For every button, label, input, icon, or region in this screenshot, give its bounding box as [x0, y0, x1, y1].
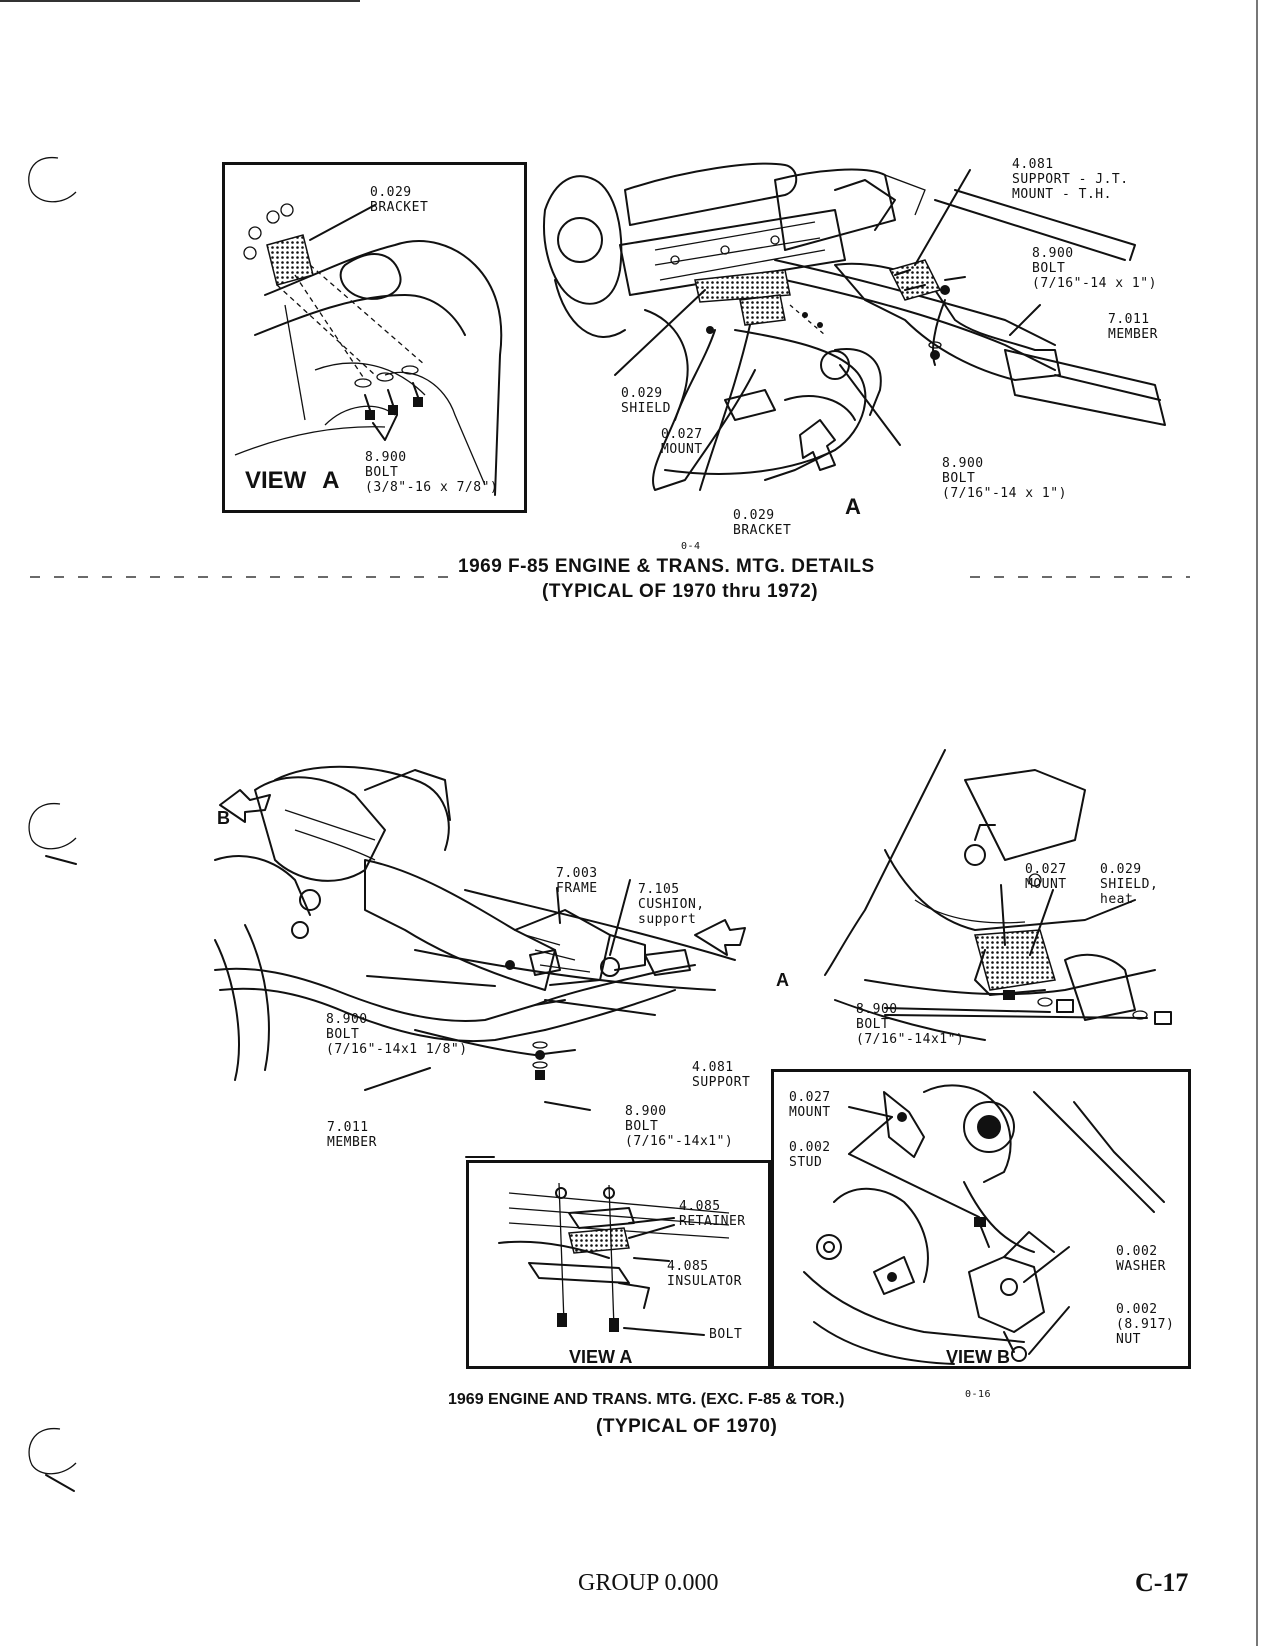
figure1-bolt-bottom-label: 8.900 BOLT (7/16"-14 x 1") [942, 456, 1067, 501]
figure2-mount-right-label: 0.027 MOUNT [1025, 862, 1067, 892]
figure2-view-a-insulator-label: 4.085 INSULATOR [667, 1259, 742, 1289]
figure1-support-label: 4.081 SUPPORT - J.T. MOUNT - T.H. [1012, 157, 1129, 202]
top-edge-line [0, 0, 360, 2]
figure2-view-b-box: 0.027 MOUNT 0.002 STUD 0.002 WASHER 0.00… [771, 1069, 1191, 1369]
figure1-caption-line1: 1969 F-85 ENGINE & TRANS. MTG. DETAILS [458, 556, 875, 577]
figure2-frame-label: 7.003 FRAME [556, 866, 598, 896]
binder-hole-bottom [28, 1428, 77, 1492]
figure2-arrow-a-label: A [776, 970, 789, 990]
figure2-view-a-retainer-label: 4.085 RETAINER [679, 1199, 746, 1229]
figure1-view-a-title: VIEW A [245, 467, 340, 494]
figure1-caption-dashes [30, 576, 1190, 578]
figure2-view-b-washer-label: 0.002 WASHER [1116, 1244, 1166, 1274]
figure2-view-a-drawing [498, 1182, 730, 1336]
figure2-code: 0-16 [965, 1389, 992, 1400]
figure2-view-a-box: 4.085 RETAINER 4.085 INSULATOR BOLT VIEW… [466, 1160, 771, 1369]
binder-hole-middle [28, 803, 77, 865]
figure1-member-label: 7.011 MEMBER [1108, 312, 1158, 342]
figure2-view-b-drawing [803, 1084, 1165, 1365]
figure2-view-b-mount-label: 0.027 MOUNT [789, 1090, 831, 1120]
figure1-arrow-a-label: A [845, 494, 861, 519]
figure1-engine-drawing [543, 162, 1166, 491]
figure1-mount-label: 0.027 MOUNT [661, 427, 703, 457]
figure2-arrow-b-label: B [217, 808, 230, 828]
figure1-view-a-box: 0.029 BRACKET 8.900 BOLT (3/8"-16 x 7/8"… [222, 162, 527, 513]
figure2-shield-right-label: 0.029 SHIELD, heat [1100, 862, 1159, 907]
figure2-view-a-bolt-label: BOLT [709, 1327, 743, 1342]
figure2-inset-dash [465, 1156, 495, 1158]
figure1-caption-line2: (TYPICAL OF 1970 thru 1972) [542, 581, 819, 602]
figure2-view-b-nut-label: 0.002 (8.917) NUT [1116, 1302, 1175, 1347]
figure1-shield-label: 0.029 SHIELD [621, 386, 671, 416]
figure2-mount-drawing [824, 749, 1172, 1041]
figure2-caption-line1: 1969 ENGINE AND TRANS. MTG. (EXC. F-85 &… [448, 1391, 845, 1408]
figure2-support-label: 4.081 SUPPORT [692, 1060, 751, 1090]
figure1-view-a-bracket-label: 0.029 BRACKET [370, 185, 429, 215]
figure2-bolt-right-label: 8.900 BOLT (7/16"-14x1") [856, 1002, 965, 1047]
figure2-member-label: 7.011 MEMBER [327, 1120, 377, 1150]
figure2-caption-line2: (TYPICAL OF 1970) [596, 1416, 778, 1437]
figure2-cushion-label: 7.105 CUSHION, support [638, 882, 705, 927]
figure1-view-a-drawing [234, 203, 503, 496]
footer-page-number: C-17 [1135, 1568, 1189, 1597]
footer-group: GROUP 0.000 [578, 1570, 719, 1596]
binder-hole-top [28, 157, 77, 203]
figure2-view-b-title: VIEW B [946, 1347, 1011, 1367]
figure2-bolt-bottom-label: 8.900 BOLT (7/16"-14x1") [625, 1104, 734, 1149]
figure2-view-a-title: VIEW A [569, 1347, 633, 1367]
figure1-bracket-label: 0.029 BRACKET [733, 508, 792, 538]
right-edge-line [1256, 0, 1258, 1646]
figure1-view-a-bolt-label: 8.900 BOLT (3/8"-16 x 7/8") [365, 450, 499, 495]
figure2-bolt-left-label: 8.900 BOLT (7/16"-14x1 1/8") [326, 1012, 468, 1057]
figure2-view-b-stud-label: 0.002 STUD [789, 1140, 831, 1170]
figure1-code: 0-4 [681, 541, 701, 552]
figure2-transmission-drawing [214, 765, 746, 1111]
figure1-bolt-top-label: 8.900 BOLT (7/16"-14 x 1") [1032, 246, 1157, 291]
